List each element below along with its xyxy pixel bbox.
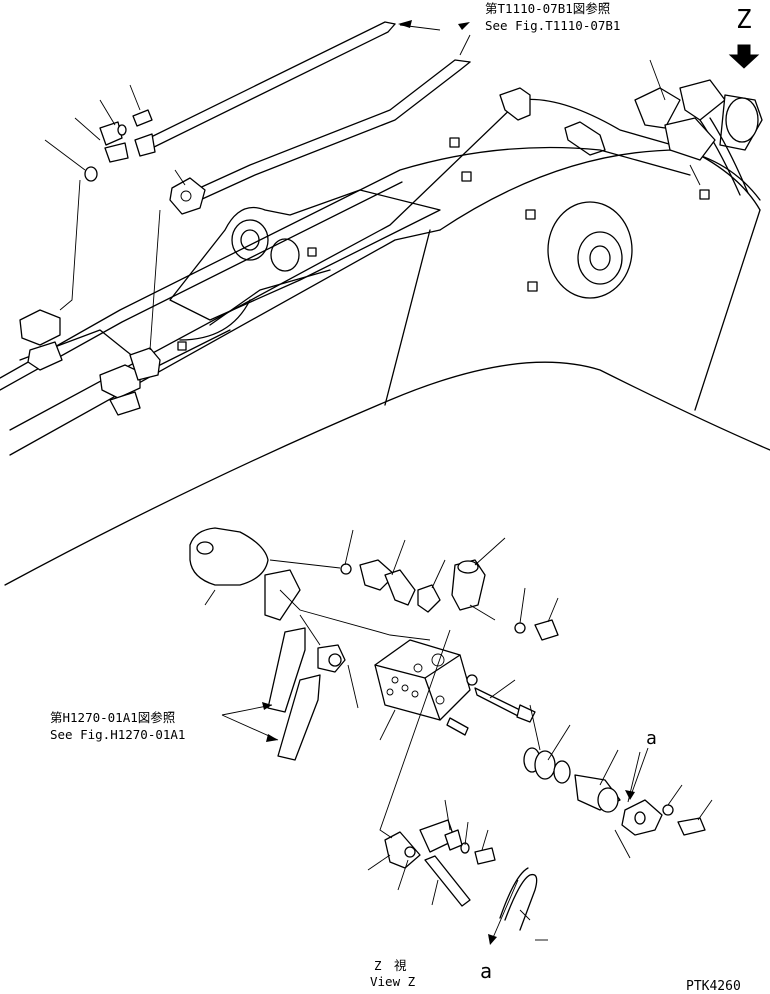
top-ref-jp: 第T1110-07B1図参照 <box>485 1 610 16</box>
drawing-id: PTK4260 <box>686 979 741 994</box>
section-mark-top: a <box>646 728 657 749</box>
top-ref-en: See Fig.T1110-07B1 <box>485 18 620 33</box>
valve-block-assembly <box>189 20 713 945</box>
view-direction-arrow <box>728 44 760 69</box>
left-ref-jp: 第H1270-01A1図参照 <box>50 710 175 725</box>
section-mark-bottom: a <box>480 959 492 983</box>
view-caption-jp: Z 視 <box>374 958 407 973</box>
view-letter: Z <box>736 5 752 35</box>
view-caption-en: View Z <box>370 974 416 989</box>
labels: 第T1110-07B1図参照 See Fig.T1110-07B1 Z 第H12… <box>50 1 752 994</box>
boom-assembly <box>0 21 770 586</box>
left-ref-en: See Fig.H1270-01A1 <box>50 727 185 742</box>
